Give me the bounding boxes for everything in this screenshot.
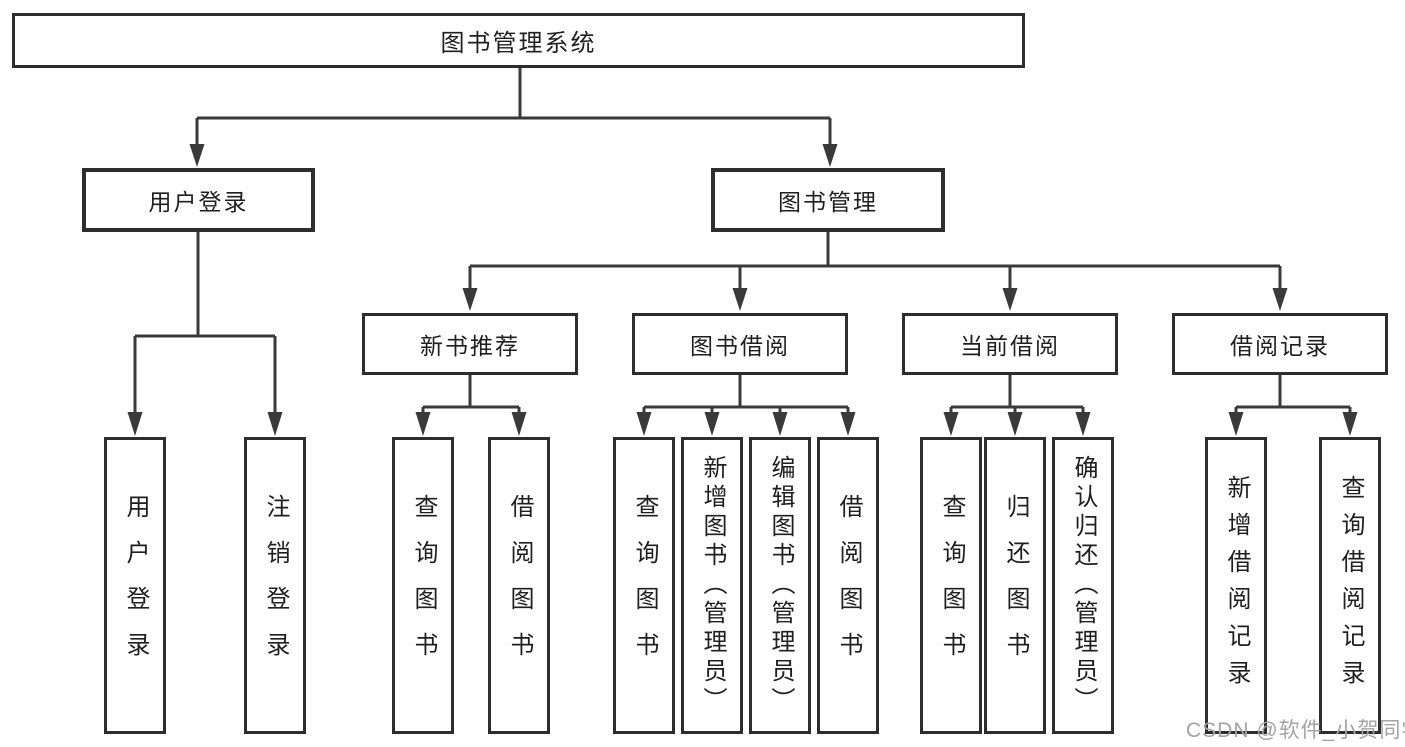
leaf-label: 编辑图书（管理员） bbox=[767, 455, 794, 716]
leaf-edit-books-admin: 编辑图书（管理员） bbox=[749, 437, 811, 734]
leaf-label: 查询图书 bbox=[631, 493, 658, 678]
leaf-label: 新增图书（管理员） bbox=[699, 455, 726, 716]
node-new-book-recommend: 新书推荐 bbox=[362, 313, 578, 375]
leaf-user-login: 用户登录 bbox=[104, 437, 166, 734]
node-library-management-system: 图书管理系统 bbox=[12, 13, 1025, 68]
leaf-label: 查询图书 bbox=[410, 493, 437, 678]
node-label: 新书推荐 bbox=[420, 333, 520, 359]
node-borrow-records: 借阅记录 bbox=[1172, 313, 1388, 375]
node-user-login: 用户登录 bbox=[82, 168, 315, 232]
leaf-label: 借阅图书 bbox=[506, 493, 533, 678]
leaf-borrow-books-recommend: 借阅图书 bbox=[488, 437, 550, 734]
leaf-query-books-current: 查询图书 bbox=[920, 437, 982, 734]
leaf-logout: 注销登录 bbox=[244, 437, 306, 734]
leaf-query-books-borrow: 查询图书 bbox=[613, 437, 675, 734]
leaf-query-books-recommend: 查询图书 bbox=[392, 437, 454, 734]
leaf-add-books-admin: 新增图书（管理员） bbox=[681, 437, 743, 734]
node-current-borrow: 当前借阅 bbox=[902, 313, 1118, 375]
node-book-borrow: 图书借阅 bbox=[632, 313, 848, 375]
leaf-label: 确认归还（管理员） bbox=[1070, 455, 1097, 716]
node-label: 用户登录 bbox=[148, 189, 249, 215]
node-label: 图书管理 bbox=[778, 189, 878, 215]
leaf-label: 借阅图书 bbox=[835, 493, 862, 678]
leaf-return-books: 归还图书 bbox=[984, 437, 1046, 734]
leaf-label: 新增借阅记录 bbox=[1223, 474, 1250, 697]
leaf-add-borrow-record: 新增借阅记录 bbox=[1205, 437, 1267, 734]
leaf-query-borrow-record: 查询借阅记录 bbox=[1319, 437, 1381, 734]
leaf-label: 注销登录 bbox=[262, 493, 289, 678]
node-book-management: 图书管理 bbox=[711, 168, 945, 232]
leaf-confirm-return-admin: 确认归还（管理员） bbox=[1052, 437, 1114, 734]
leaf-label: 用户登录 bbox=[122, 493, 149, 678]
arrowhead-icons bbox=[127, 144, 1358, 436]
node-label: 图书借阅 bbox=[690, 333, 790, 359]
leaf-label: 查询借阅记录 bbox=[1337, 474, 1364, 697]
leaf-label: 查询图书 bbox=[938, 493, 965, 678]
csdn-watermark: CSDN @软件_小贺同学 bbox=[1186, 719, 1405, 742]
node-label: 借阅记录 bbox=[1230, 333, 1330, 359]
leaf-label: 归还图书 bbox=[1002, 493, 1029, 678]
node-label: 图书管理系统 bbox=[440, 30, 597, 57]
node-label: 当前借阅 bbox=[960, 333, 1060, 359]
leaf-borrow-books: 借阅图书 bbox=[817, 437, 879, 734]
